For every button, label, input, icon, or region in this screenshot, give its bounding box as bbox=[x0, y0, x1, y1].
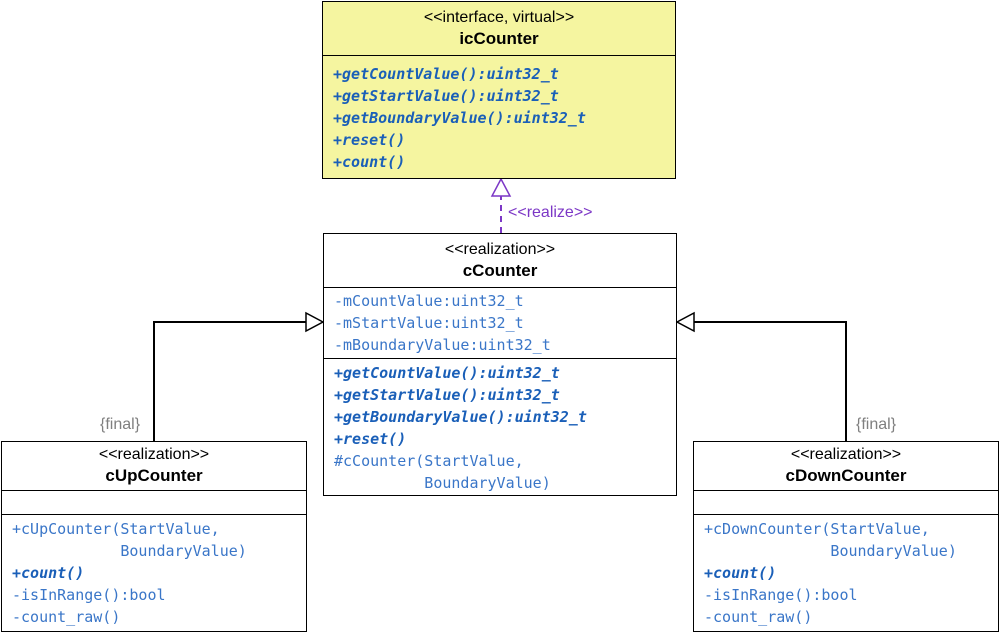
down-generalization-connector bbox=[694, 321, 847, 441]
final-tag-up: {final} bbox=[100, 416, 141, 433]
attributes-section: -mCountValue:uint32_t -mStartValue:uint3… bbox=[324, 287, 676, 356]
operation: -count_raw() bbox=[704, 608, 813, 626]
stereotype-label: <<realization>> bbox=[444, 241, 556, 258]
operation: -count_raw() bbox=[12, 608, 121, 626]
stereotype-label: <<realization>> bbox=[98, 446, 210, 463]
operation: +count() bbox=[704, 564, 777, 582]
constructor: +cDownCounter(StartValue, bbox=[704, 520, 930, 538]
realize-arrowhead bbox=[490, 177, 512, 197]
class-cDownCounter[interactable]: <<realization>> cDownCounter +cDownCount… bbox=[693, 441, 999, 632]
operation: +count() bbox=[333, 153, 406, 171]
operation: +getStartValue():uint32_t bbox=[333, 87, 559, 105]
operation: +getStartValue():uint32_t bbox=[334, 386, 560, 404]
operations-section: +cDownCounter(StartValue, BoundaryValue)… bbox=[694, 514, 998, 628]
up-generalization-connector bbox=[153, 321, 306, 441]
operation: +getBoundaryValue():uint32_t bbox=[333, 109, 586, 127]
class-header: <<realization>> cCounter bbox=[324, 234, 676, 282]
attribute: -mStartValue:uint32_t bbox=[334, 314, 524, 332]
class-cUpCounter[interactable]: <<realization>> cUpCounter +cUpCounter(S… bbox=[1, 441, 307, 632]
operation: -isInRange():bool bbox=[12, 586, 166, 604]
final-tag-down: {final} bbox=[856, 416, 897, 433]
operations-section: +cUpCounter(StartValue, BoundaryValue) +… bbox=[2, 514, 306, 628]
class-name: cUpCounter bbox=[105, 466, 203, 485]
down-generalization-arrowhead bbox=[675, 311, 695, 333]
operation: -isInRange():bool bbox=[704, 586, 858, 604]
operation: +count() bbox=[12, 564, 85, 582]
operation: +reset() bbox=[334, 430, 407, 448]
class-cCounter[interactable]: <<realization>> cCounter -mCountValue:ui… bbox=[323, 233, 677, 496]
up-generalization-arrowhead bbox=[305, 311, 325, 333]
operation: +getCountValue():uint32_t bbox=[334, 364, 560, 382]
class-name: cCounter bbox=[462, 261, 538, 280]
constructor-continuation: BoundaryValue) bbox=[334, 474, 551, 492]
operations-section: +getCountValue():uint32_t +getStartValue… bbox=[324, 358, 676, 494]
constructor: +cUpCounter(StartValue, bbox=[12, 520, 220, 538]
stereotype-label: <<interface, virtual>> bbox=[423, 9, 575, 26]
operation: +getCountValue():uint32_t bbox=[333, 65, 559, 83]
attribute: -mCountValue:uint32_t bbox=[334, 292, 524, 310]
class-name: cDownCounter bbox=[785, 466, 907, 485]
attribute: -mBoundaryValue:uint32_t bbox=[334, 336, 551, 354]
class-header: <<interface, virtual>> icCounter bbox=[323, 2, 675, 50]
realize-label: <<realize>> bbox=[508, 204, 593, 221]
class-icCounter[interactable]: <<interface, virtual>> icCounter +getCou… bbox=[322, 1, 676, 179]
constructor-continuation: BoundaryValue) bbox=[12, 542, 247, 560]
operation: +getBoundaryValue():uint32_t bbox=[334, 408, 587, 426]
operations-section: +getCountValue():uint32_t +getStartValue… bbox=[323, 55, 675, 173]
operation: +reset() bbox=[333, 131, 406, 149]
attributes-section bbox=[694, 490, 998, 514]
constructor-continuation: BoundaryValue) bbox=[704, 542, 957, 560]
attributes-section bbox=[2, 490, 306, 514]
constructor: #cCounter(StartValue, bbox=[334, 452, 524, 470]
stereotype-label: <<realization>> bbox=[790, 446, 902, 463]
class-header: <<realization>> cUpCounter bbox=[2, 442, 306, 487]
class-header: <<realization>> cDownCounter bbox=[694, 442, 998, 487]
class-name: icCounter bbox=[459, 29, 539, 48]
